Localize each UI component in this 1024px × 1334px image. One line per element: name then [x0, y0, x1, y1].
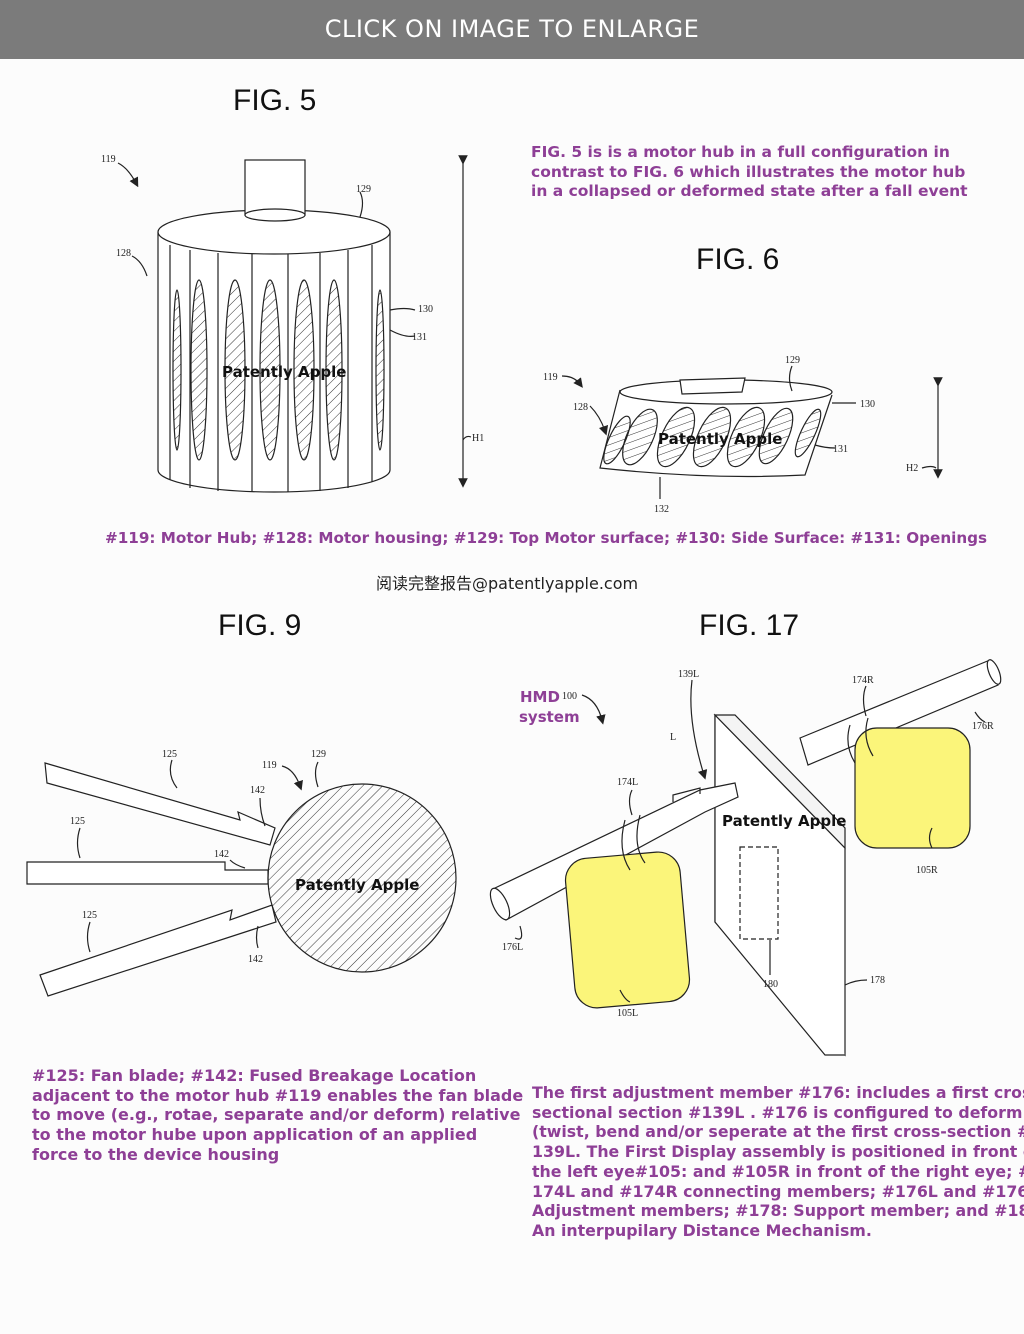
- label-105R: 105R: [916, 865, 938, 876]
- caption-line: force to the device housing: [32, 1144, 280, 1164]
- label-119: 119: [543, 372, 558, 383]
- label-131: 131: [833, 444, 848, 455]
- fig6-collapsed-hub: [561, 365, 943, 499]
- caption-line: An interpupilary Distance Mechanism.: [532, 1220, 872, 1240]
- label-174R: 174R: [852, 675, 874, 686]
- label-100: 100: [562, 691, 577, 702]
- enlarge-banner[interactable]: CLICK ON IMAGE TO ENLARGE: [0, 0, 1024, 59]
- label-176L: 176L: [502, 942, 523, 953]
- label-174L: 174L: [617, 777, 638, 788]
- label-142: 142: [214, 849, 229, 860]
- label-h2: H2: [906, 463, 918, 474]
- label-176R: 176R: [972, 721, 994, 732]
- label-119: 119: [262, 760, 277, 771]
- caption-line: Adjustment members; #178: Support member…: [532, 1201, 1024, 1221]
- label-128: 128: [573, 402, 588, 413]
- label-129: 129: [785, 355, 800, 366]
- label-h1: H1: [472, 433, 484, 444]
- label-L: L: [670, 732, 676, 743]
- label-125: 125: [162, 749, 177, 760]
- label-130: 130: [418, 304, 433, 315]
- fig17-hmd-system: [489, 659, 1002, 1057]
- label-139L: 139L: [678, 669, 699, 680]
- caption-fig9: #125: Fan blade; #142: Fused Breakage Lo…: [32, 1066, 523, 1165]
- caption-line: to the motor hube upon application of an…: [32, 1125, 478, 1145]
- caption-line: sectional section #139L . #176 is config…: [532, 1102, 1023, 1122]
- caption-line: to move (e.g., rotae, separate and/or de…: [32, 1105, 521, 1125]
- label-132: 132: [654, 504, 669, 515]
- watermark: Patently Apple: [295, 876, 419, 894]
- label-130: 130: [860, 399, 875, 410]
- caption-line: in a collapsed or deformed state after a…: [531, 182, 968, 201]
- fig6-title: FIG. 6: [696, 243, 780, 276]
- fig5-title: FIG. 5: [233, 84, 317, 117]
- caption-line: The first adjustment member #176: includ…: [532, 1083, 1024, 1102]
- label-180: 180: [763, 979, 778, 990]
- label-119: 119: [101, 154, 116, 165]
- caption-line: 139L. The First Display assembly is posi…: [532, 1142, 1024, 1162]
- watermark: Patently Apple: [658, 430, 782, 448]
- caption-line: the left eye#105: and #105R in front of …: [532, 1161, 1024, 1181]
- watermark: Patently Apple: [722, 812, 846, 830]
- hmd-label: HMD: [520, 688, 560, 706]
- label-131: 131: [412, 332, 427, 343]
- hmd-system-label: system: [519, 708, 580, 726]
- source-text: 阅读完整报告@patentlyapple.com: [376, 574, 639, 593]
- label-105L: 105L: [617, 1008, 638, 1019]
- caption-line: FIG. 5 is is a motor hub in a full confi…: [531, 143, 950, 161]
- legend-fig5-6: #119: Motor Hub; #128: Motor housing; #1…: [105, 529, 988, 547]
- label-125: 125: [82, 910, 97, 921]
- caption-line: 174L and #174R connecting members; #176L…: [532, 1181, 1024, 1201]
- caption-line: adjacent to the motor hub #119 enables t…: [32, 1085, 524, 1105]
- caption-line: #125: Fan blade; #142: Fused Breakage Lo…: [32, 1066, 477, 1085]
- label-129: 129: [356, 184, 371, 195]
- label-142: 142: [248, 954, 263, 965]
- label-129: 129: [311, 749, 326, 760]
- watermark: Patently Apple: [222, 363, 346, 381]
- label-125: 125: [70, 816, 85, 827]
- fig17-title: FIG. 17: [699, 609, 800, 642]
- caption-line: (twist, bend and/or seperate at the firs…: [532, 1122, 1024, 1142]
- display-pad-right: [854, 727, 971, 849]
- fig5-motor-hub: [117, 155, 472, 493]
- caption-line: contrast to FIG. 6 which illustrates the…: [531, 162, 966, 181]
- label-128: 128: [116, 248, 131, 259]
- fig9-fan-blades: [26, 759, 457, 997]
- label-178: 178: [870, 975, 885, 986]
- caption-fig17: The first adjustment member #176: includ…: [532, 1083, 1024, 1241]
- fig9-title: FIG. 9: [218, 609, 302, 642]
- caption-fig5-6: FIG. 5 is is a motor hub in a full confi…: [531, 143, 968, 202]
- label-142: 142: [250, 785, 265, 796]
- display-pad-left: [564, 851, 691, 1009]
